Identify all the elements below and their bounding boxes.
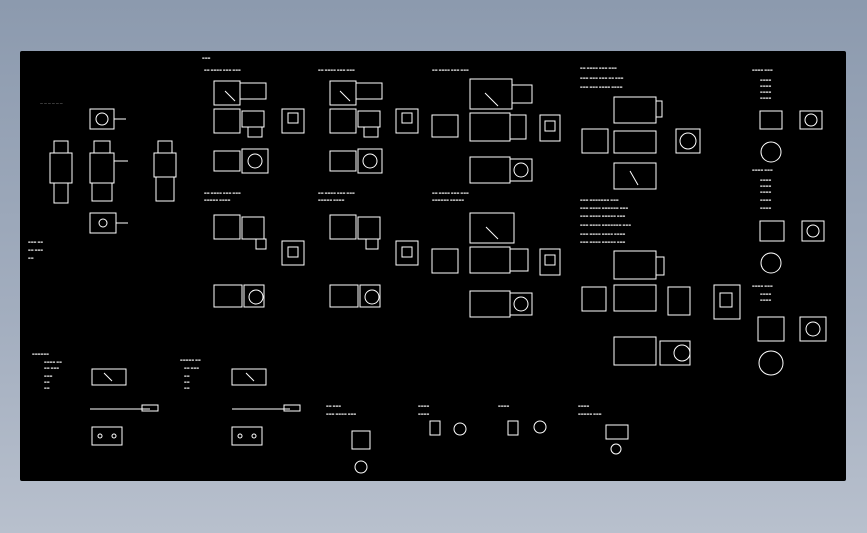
svg-text:▬▬▬ ▬▬▬▬▬▬▬ ▬▬▬: ▬▬▬ ▬▬▬▬▬▬▬ ▬▬▬ <box>580 198 619 202</box>
svg-text:▬▬▬ ▬▬▬▬ ▬▬▬▬ ▬▬▬▬: ▬▬▬ ▬▬▬▬ ▬▬▬▬ ▬▬▬▬ <box>580 232 626 236</box>
svg-text:▬▬▬ ▬▬▬ ▬▬▬▬ ▬▬▬▬: ▬▬▬ ▬▬▬ ▬▬▬▬ ▬▬▬▬ <box>580 85 623 89</box>
coil-group-4: ▬▬ ▬▬▬▬ ▬▬▬ ▬▬▬ ▬▬▬ ▬▬▬ ▬▬▬ ▬▬ ▬▬▬ ▬▬▬ ▬… <box>580 66 741 366</box>
svg-text:▬▬ ▬▬▬: ▬▬ ▬▬▬ <box>44 366 59 370</box>
svg-text:▬▬ ▬▬▬▬ ▬▬▬ ▬▬▬: ▬▬ ▬▬▬▬ ▬▬▬ ▬▬▬ <box>318 191 355 195</box>
svg-text:▬▬▬▬: ▬▬▬▬ <box>760 184 772 188</box>
svg-text:▬▬▬▬▬ ▬▬▬▬: ▬▬▬▬▬ ▬▬▬▬ <box>204 198 231 202</box>
bottom-parts: ▬▬▬▬▬▬ ▬▬▬▬ ▬▬ ▬▬ ▬▬▬ ▬▬▬ ▬▬ ▬▬ ▬▬▬▬▬ ▬▬… <box>32 352 629 474</box>
svg-text:▬▬▬▬▬▬ ▬▬▬▬▬: ▬▬▬▬▬▬ ▬▬▬▬▬ <box>432 198 464 202</box>
svg-text:▬▬▬▬▬ ▬▬▬: ▬▬▬▬▬ ▬▬▬ <box>578 412 602 416</box>
svg-text:▬▬▬▬: ▬▬▬▬ <box>578 404 590 408</box>
svg-text:▬▬▬▬ ▬▬: ▬▬▬▬ ▬▬ <box>44 360 62 364</box>
svg-text:▬▬▬▬: ▬▬▬▬ <box>760 90 772 94</box>
svg-text:▬▬▬: ▬▬▬ <box>44 374 53 378</box>
svg-text:▬▬▬▬▬ ▬▬▬▬: ▬▬▬▬▬ ▬▬▬▬ <box>318 198 345 202</box>
svg-text:▬▬ ▬▬▬▬ ▬▬▬ ▬▬▬: ▬▬ ▬▬▬▬ ▬▬▬ ▬▬▬ <box>432 191 469 195</box>
svg-text:▬▬▬▬▬▬: ▬▬▬▬▬▬ <box>32 352 49 356</box>
svg-text:▬▬ ▬▬▬▬ ▬▬▬ ▬▬▬: ▬▬ ▬▬▬▬ ▬▬▬ ▬▬▬ <box>432 68 469 72</box>
svg-text:▬▬: ▬▬ <box>28 256 34 260</box>
coil-group-2: ▬▬ ▬▬▬▬ ▬▬▬ ▬▬▬ ▬▬ ▬▬▬▬ ▬▬▬ ▬▬▬ ▬▬▬▬▬ ▬▬… <box>318 68 419 308</box>
svg-text:▬▬▬▬: ▬▬▬▬ <box>760 96 772 100</box>
coil-group-3: ▬▬ ▬▬▬▬ ▬▬▬ ▬▬▬ ▬▬ ▬▬▬▬ ▬▬▬ ▬▬▬ ▬▬▬▬▬▬ ▬… <box>431 68 561 318</box>
right-column: ▬▬▬▬ ▬▬▬ ▬▬▬▬ ▬▬▬▬ ▬▬▬▬ ▬▬▬▬ ▬▬▬▬ ▬▬▬ ▬▬… <box>752 68 827 376</box>
svg-text:▬▬▬ ▬▬▬▬ ▬▬▬▬▬▬ ▬▬▬: ▬▬▬ ▬▬▬▬ ▬▬▬▬▬▬ ▬▬▬ <box>580 206 628 210</box>
svg-text:▬▬: ▬▬ <box>184 380 190 384</box>
svg-text:▬▬: ▬▬ <box>44 386 50 390</box>
cad-drawing-viewport[interactable]: — — — — — — ▬▬▬ ▬▬ ▬▬ ▬▬▬ ▬▬ ▬▬▬ ▬▬ ▬▬▬▬… <box>20 51 846 481</box>
coil-group-1: ▬▬▬ ▬▬ ▬▬▬▬ ▬▬▬ ▬▬▬ ▬▬ ▬▬▬▬ ▬▬▬ ▬▬▬ ▬▬▬▬… <box>202 56 305 308</box>
svg-text:▬▬▬▬: ▬▬▬▬ <box>418 412 430 416</box>
svg-text:▬▬▬▬: ▬▬▬▬ <box>760 190 772 194</box>
svg-text:▬▬: ▬▬ <box>44 380 50 384</box>
left-valve-assembly: — — — — — — ▬▬▬ ▬▬ ▬▬ ▬▬▬ ▬▬ <box>28 101 177 260</box>
svg-text:▬▬ ▬▬▬: ▬▬ ▬▬▬ <box>184 366 199 370</box>
svg-text:▬▬▬ ▬▬▬▬ ▬▬▬▬▬ ▬▬▬: ▬▬▬ ▬▬▬▬ ▬▬▬▬▬ ▬▬▬ <box>580 214 626 218</box>
svg-text:▬▬▬▬ ▬▬▬: ▬▬▬▬ ▬▬▬ <box>752 284 773 288</box>
svg-text:▬▬: ▬▬ <box>184 374 190 378</box>
svg-text:▬▬ ▬▬▬▬ ▬▬▬ ▬▬▬: ▬▬ ▬▬▬▬ ▬▬▬ ▬▬▬ <box>204 68 241 72</box>
svg-text:▬▬▬ ▬▬▬ ▬▬▬ ▬▬ ▬▬▬: ▬▬▬ ▬▬▬ ▬▬▬ ▬▬ ▬▬▬ <box>580 76 624 80</box>
svg-text:▬▬▬▬ ▬▬▬: ▬▬▬▬ ▬▬▬ <box>752 68 773 72</box>
svg-text:▬▬▬ ▬▬▬▬ ▬▬▬▬▬▬▬ ▬▬▬: ▬▬▬ ▬▬▬▬ ▬▬▬▬▬▬▬ ▬▬▬ <box>580 223 631 227</box>
svg-text:▬▬ ▬▬▬▬ ▬▬▬ ▬▬▬: ▬▬ ▬▬▬▬ ▬▬▬ ▬▬▬ <box>318 68 355 72</box>
svg-text:▬▬▬: ▬▬▬ <box>202 56 211 60</box>
svg-text:▬▬ ▬▬▬▬ ▬▬▬ ▬▬▬: ▬▬ ▬▬▬▬ ▬▬▬ ▬▬▬ <box>204 191 241 195</box>
cad-drawing[interactable]: — — — — — — ▬▬▬ ▬▬ ▬▬ ▬▬▬ ▬▬ ▬▬▬ ▬▬ ▬▬▬▬… <box>20 51 846 481</box>
svg-text:▬▬▬▬: ▬▬▬▬ <box>418 404 430 408</box>
svg-text:▬▬ ▬▬▬: ▬▬ ▬▬▬ <box>28 248 43 252</box>
svg-text:▬▬▬ ▬▬▬▬ ▬▬▬: ▬▬▬ ▬▬▬▬ ▬▬▬ <box>326 412 356 416</box>
svg-text:▬▬: ▬▬ <box>184 386 190 390</box>
svg-text:▬▬▬▬: ▬▬▬▬ <box>760 292 772 296</box>
svg-text:▬▬▬▬: ▬▬▬▬ <box>760 198 772 202</box>
svg-text:▬▬▬▬: ▬▬▬▬ <box>498 404 510 408</box>
svg-text:▬▬▬▬: ▬▬▬▬ <box>760 84 772 88</box>
svg-text:▬▬▬▬ ▬▬▬: ▬▬▬▬ ▬▬▬ <box>752 168 773 172</box>
svg-text:▬▬▬ ▬▬▬▬ ▬▬▬▬▬ ▬▬▬: ▬▬▬ ▬▬▬▬ ▬▬▬▬▬ ▬▬▬ <box>580 240 626 244</box>
svg-text:▬▬▬▬: ▬▬▬▬ <box>760 178 772 182</box>
svg-text:▬▬ ▬▬▬▬ ▬▬▬ ▬▬▬: ▬▬ ▬▬▬▬ ▬▬▬ ▬▬▬ <box>580 66 617 70</box>
svg-text:▬▬▬▬: ▬▬▬▬ <box>760 206 772 210</box>
svg-text:▬▬▬ ▬▬: ▬▬▬ ▬▬ <box>28 240 43 244</box>
svg-text:▬▬▬▬: ▬▬▬▬ <box>760 78 772 82</box>
svg-text:— — — — — —: — — — — — — <box>40 101 63 105</box>
svg-text:▬▬▬▬▬ ▬▬: ▬▬▬▬▬ ▬▬ <box>180 358 201 362</box>
svg-text:▬▬ ▬▬▬: ▬▬ ▬▬▬ <box>326 404 341 408</box>
svg-text:▬▬▬▬: ▬▬▬▬ <box>760 298 772 302</box>
